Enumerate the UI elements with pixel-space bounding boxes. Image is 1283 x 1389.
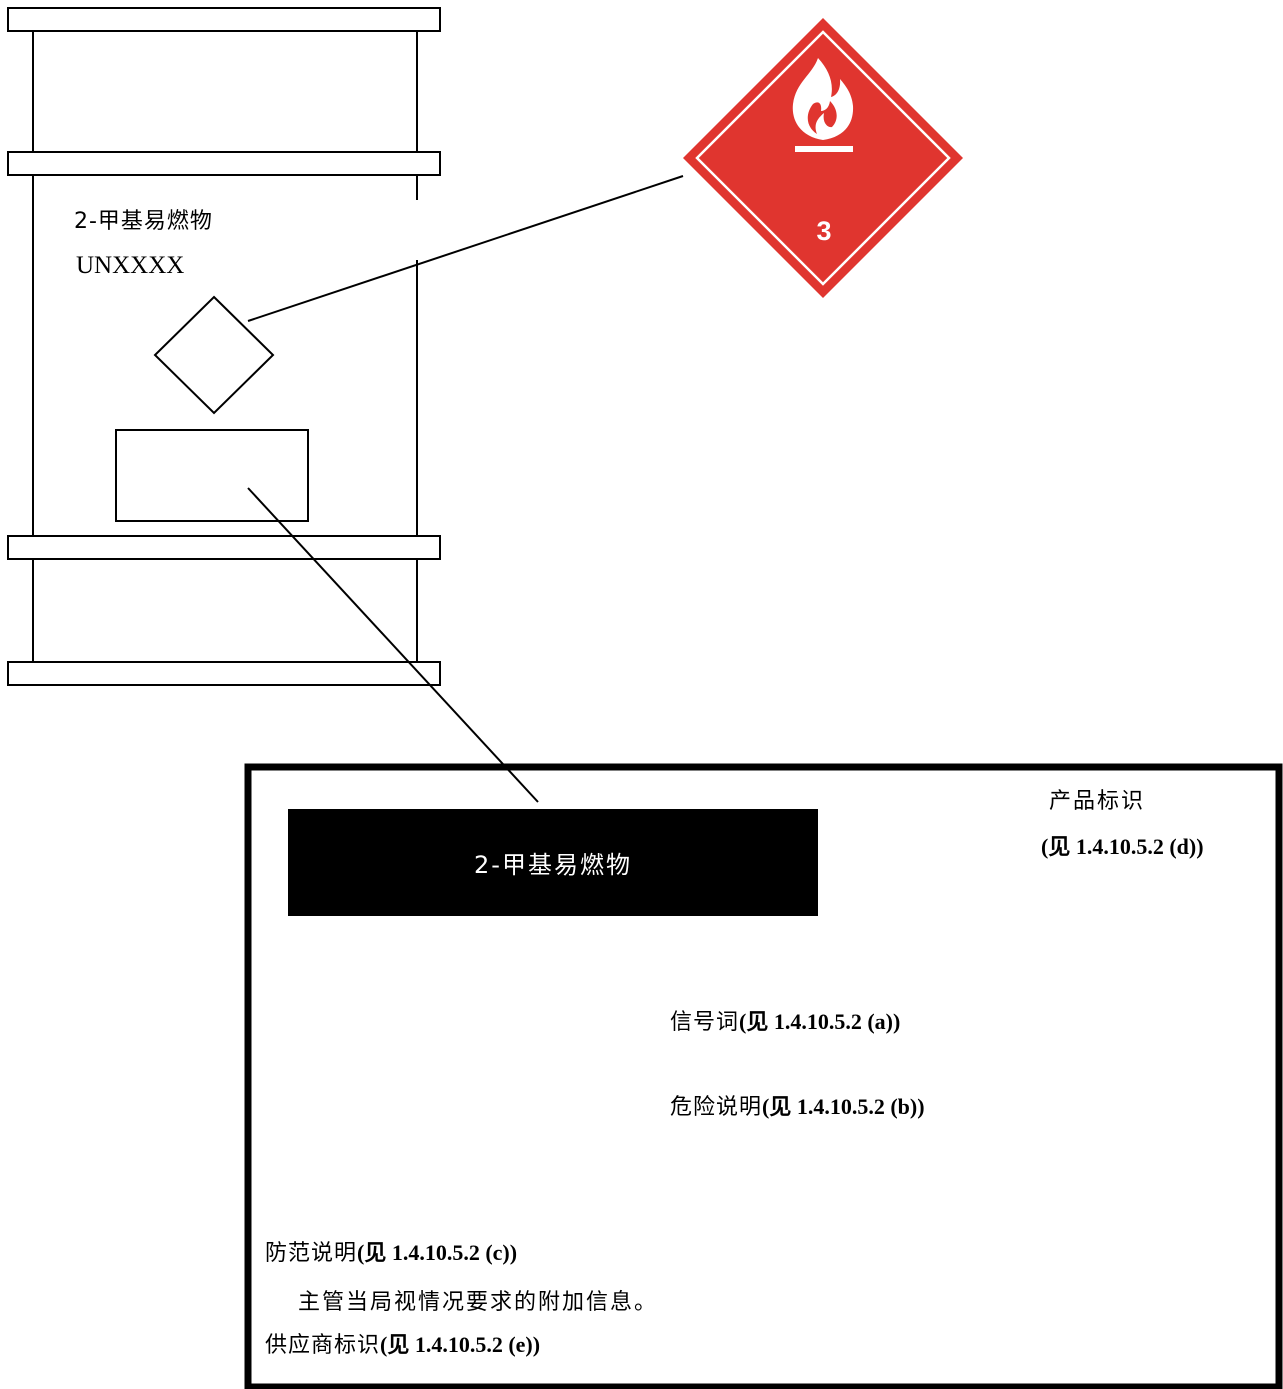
hazard-pictogram: 3 <box>683 18 963 298</box>
signal-word-field: 信号词(见 1.4.10.5.2 (a)) <box>670 1011 900 1034</box>
drum-lower-hoop <box>7 535 441 560</box>
label-product-name: 2-甲基易燃物 <box>474 851 632 879</box>
pictogram-leader-line <box>247 175 684 322</box>
drum-small-label-rect <box>115 429 309 522</box>
label-frame <box>244 763 1283 1389</box>
supplier-ref: (见 1.4.10.5.2 (e)) <box>380 1332 541 1357</box>
product-identifier-ref: (见 1.4.10.5.2 (d)) <box>1041 834 1204 859</box>
supplier-label: 供应商标识 <box>265 1333 381 1358</box>
precautionary-field: 防范说明(见 1.4.10.5.2 (c)) <box>265 1242 517 1265</box>
drum-upper-hoop <box>7 151 441 176</box>
flame-icon <box>792 58 854 152</box>
signal-word-ref: (见 1.4.10.5.2 (a)) <box>739 1009 901 1034</box>
signal-word-label: 信号词 <box>670 1010 740 1035</box>
drum-wall-gap <box>413 200 421 260</box>
supplier-field: 供应商标识(见 1.4.10.5.2 (e)) <box>265 1334 540 1357</box>
drum-un-number: UNXXXX <box>76 252 185 279</box>
hazard-statement-label: 危险说明 <box>670 1095 763 1120</box>
precautionary-ref: (见 1.4.10.5.2 (c)) <box>357 1240 518 1265</box>
additional-info-text: 主管当局视情况要求的附加信息。 <box>298 1290 659 1315</box>
drum-product-name: 2-甲基易燃物 <box>74 209 213 234</box>
pictogram-class-number: 3 <box>816 216 831 246</box>
pictogram-diamond <box>683 18 963 298</box>
drum-bottom-rim <box>7 661 441 686</box>
product-name-box: 2-甲基易燃物 <box>288 809 818 916</box>
hazard-statement-field: 危险说明(见 1.4.10.5.2 (b)) <box>670 1096 925 1119</box>
precautionary-label: 防范说明 <box>265 1241 358 1266</box>
hazard-statement-ref: (见 1.4.10.5.2 (b)) <box>762 1094 925 1119</box>
drum-top-rim <box>7 7 441 32</box>
pictogram-inner-border <box>695 30 951 286</box>
drum <box>7 7 441 686</box>
drum-small-diamond <box>153 295 275 415</box>
label-leader-line <box>247 487 539 803</box>
product-identifier-label: 产品标识 <box>1049 789 1146 814</box>
